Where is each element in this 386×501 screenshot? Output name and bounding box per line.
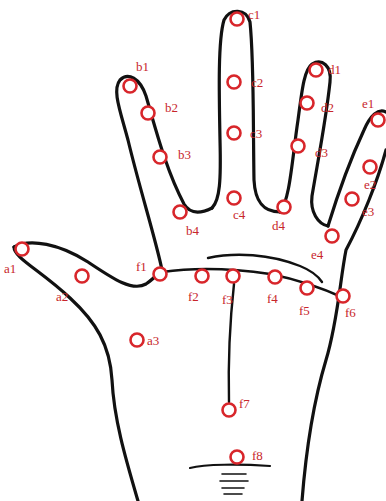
landmark-point [142, 107, 155, 120]
landmark-point [310, 64, 323, 77]
landmark-point [278, 201, 291, 214]
callout-label: a2 [56, 290, 68, 303]
callout-label: e3 [362, 205, 374, 218]
palm-crease [208, 255, 322, 282]
landmark-point [124, 80, 137, 93]
landmark-point [76, 270, 89, 283]
callout-label: f6 [345, 306, 356, 319]
wrist-mark [220, 474, 248, 494]
hand-outline [14, 243, 162, 286]
hand-outline [328, 111, 386, 226]
landmark-point [231, 451, 244, 464]
callout-label: b2 [165, 101, 178, 114]
landmark-point [174, 206, 187, 219]
landmark-point [196, 270, 209, 283]
callout-label: f4 [267, 292, 278, 305]
landmark-point [228, 76, 241, 89]
hand-outline [117, 77, 212, 270]
landmark-point [131, 334, 144, 347]
landmark-point [228, 192, 241, 205]
landmark-point [223, 404, 236, 417]
hand-outline [302, 150, 386, 501]
landmark-point [346, 193, 359, 206]
landmark-point [231, 13, 244, 26]
callout-label: b1 [136, 60, 149, 73]
callout-label: c2 [251, 76, 263, 89]
callout-label: b4 [186, 224, 199, 237]
landmark-point [154, 268, 167, 281]
callout-label: f7 [239, 397, 250, 410]
callout-label: e4 [311, 248, 323, 261]
callout-label: d2 [321, 101, 334, 114]
callout-label: f3 [222, 293, 233, 306]
wrist-line [190, 465, 270, 468]
callout-label: d1 [328, 63, 341, 76]
callout-label: e1 [362, 97, 374, 110]
callout-label: b3 [178, 148, 191, 161]
landmark-point [227, 270, 240, 283]
callout-label: d4 [272, 219, 285, 232]
callout-label: c4 [233, 208, 245, 221]
landmark-point [228, 127, 241, 140]
callout-label: f8 [252, 449, 263, 462]
callout-label: e2 [364, 178, 376, 191]
landmark-point [16, 243, 29, 256]
landmark-point [154, 151, 167, 164]
landmark-point [337, 290, 350, 303]
landmark-point [292, 140, 305, 153]
callout-label: f1 [136, 260, 147, 273]
callout-label: c3 [250, 127, 262, 140]
landmark-point [301, 97, 314, 110]
landmark-point [301, 282, 314, 295]
landmark-point [372, 114, 385, 127]
callout-label: f5 [299, 304, 310, 317]
callout-label: c1 [248, 8, 260, 21]
callout-label: a1 [4, 262, 16, 275]
hand-outline [14, 247, 138, 501]
landmark-point [364, 161, 377, 174]
callout-label: a3 [147, 334, 159, 347]
callout-label: f2 [188, 290, 199, 303]
landmark-point [269, 271, 282, 284]
callout-label: d3 [315, 146, 328, 159]
landmark-point [326, 230, 339, 243]
hand-outline [212, 11, 280, 212]
